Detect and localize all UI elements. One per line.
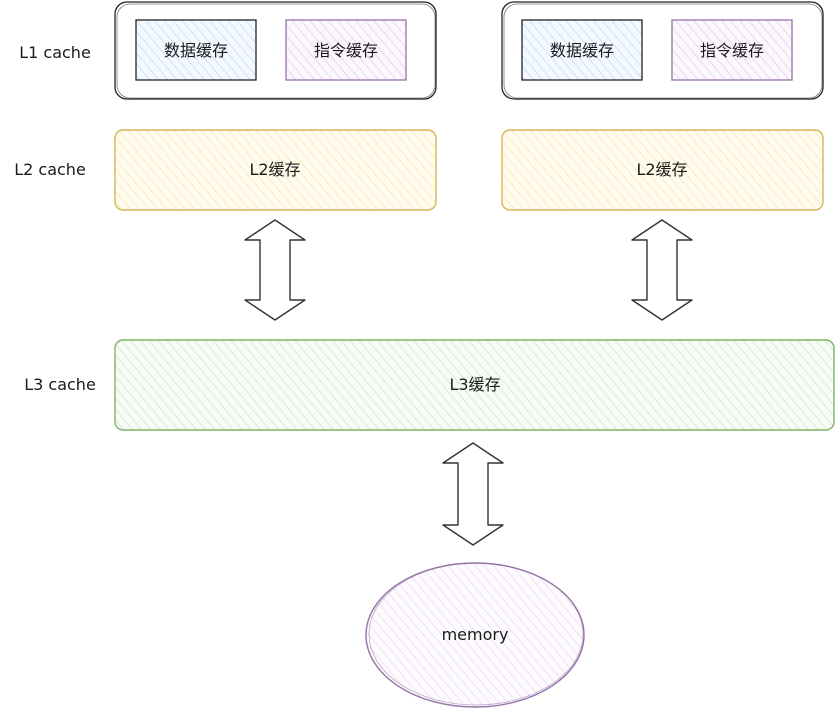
core-2-instruction-cache: 指令缓存 [671, 19, 793, 81]
memory-node: memory [365, 562, 585, 708]
core-1-l1-group: 数据缓存 指令缓存 [114, 1, 437, 100]
svg-text:指令缓存: 指令缓存 [314, 41, 378, 60]
svg-text:L2缓存: L2缓存 [636, 160, 687, 179]
svg-text:L3缓存: L3缓存 [449, 375, 500, 394]
core-1-instruction-cache: 指令缓存 [285, 19, 407, 81]
row-label-l3: L3 cache [24, 375, 96, 394]
core-1-l2-cache: L2缓存 [114, 129, 437, 211]
svg-text:L2缓存: L2缓存 [249, 160, 300, 179]
core-1-data-cache: 数据缓存 [135, 19, 257, 81]
svg-text:指令缓存: 指令缓存 [700, 41, 764, 60]
core-2-l1-group: 数据缓存 指令缓存 [501, 1, 824, 100]
svg-text:memory: memory [442, 625, 509, 644]
svg-text:数据缓存: 数据缓存 [550, 41, 614, 60]
row-label-l1: L1 cache [19, 43, 91, 62]
row-label-l2: L2 cache [14, 160, 86, 179]
core-2-l2-cache: L2缓存 [501, 129, 824, 211]
l2-l3-arrow-core-1 [244, 219, 306, 321]
core-2-data-cache: 数据缓存 [521, 19, 643, 81]
svg-text:数据缓存: 数据缓存 [164, 41, 228, 60]
l2-l3-arrow-core-2 [631, 219, 693, 321]
l3-memory-arrow [442, 442, 504, 546]
l3-cache: L3缓存 [114, 339, 835, 431]
